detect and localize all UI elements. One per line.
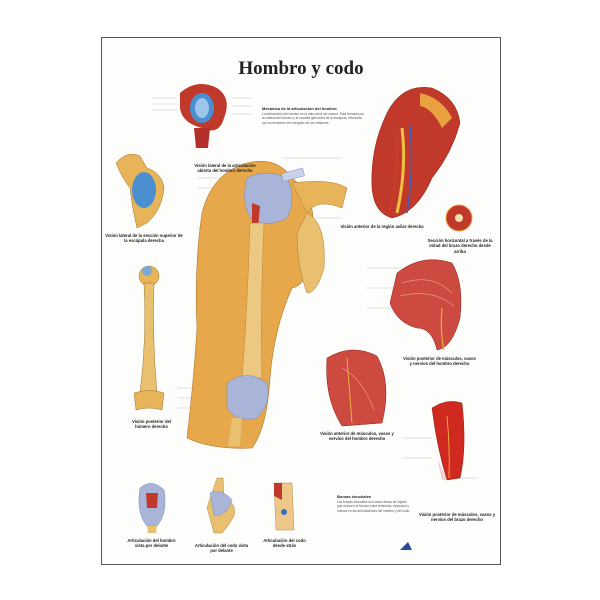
caption-axillary-anterior: Visión anterior de la región axilar dere… bbox=[340, 224, 424, 229]
caption-shoulder-posterior-muscles: Visión posterior de músculos, vasos y ne… bbox=[403, 356, 476, 367]
mechanics-heading: Mecánica de la articulación del hombro bbox=[262, 106, 337, 111]
lateral-joint-illustration bbox=[180, 84, 227, 148]
bursas-text: Las bursas sinoviales son sacos llenos d… bbox=[337, 500, 411, 513]
bursas-heading: Bursas sinoviales bbox=[337, 494, 372, 499]
caption-shoulder-anterior-muscles: Visión anterior de músculos, vasos y ner… bbox=[320, 431, 394, 442]
humerus-illustration bbox=[133, 265, 165, 411]
anatomy-poster: Hombro y codo bbox=[101, 37, 501, 565]
caption-shoulder-joint-front: Articulación del hombro vista por delant… bbox=[127, 538, 176, 549]
caption-elbow-joint-front: Articulación del codo vista por delante bbox=[194, 543, 249, 554]
cross-section-illustration bbox=[445, 204, 473, 232]
poster-title: Hombro y codo bbox=[238, 58, 364, 79]
caption-humerus-posterior: Visión posterior del húmero derecho bbox=[131, 419, 171, 430]
posterior-shoulder-illustration bbox=[389, 259, 462, 351]
anterior-shoulder-illustration bbox=[326, 349, 387, 427]
caption-lateral-open-joint: Visión lateral de la articulación abiert… bbox=[194, 163, 256, 174]
illustrations bbox=[115, 84, 477, 550]
main-arm-illustration bbox=[186, 161, 348, 449]
caption-horizontal-section: Sección horizontal a través de la mitad … bbox=[427, 238, 493, 254]
scapula-illustration bbox=[115, 153, 165, 229]
publisher-logo bbox=[400, 542, 412, 550]
posterior-arm-illustration bbox=[431, 401, 465, 481]
axillary-illustration bbox=[371, 87, 461, 219]
bottom-joints-illustrations bbox=[138, 477, 295, 534]
mechanics-text: La articulación del hombro es la más móv… bbox=[262, 112, 365, 125]
caption-elbow-joint-back: Articulación del codo desde atrás bbox=[263, 538, 306, 549]
caption-arm-posterior-muscles: Visión posterior de músculos, vasos y ne… bbox=[418, 512, 496, 523]
caption-scapula-section: Visión lateral de la sección superior de… bbox=[105, 233, 183, 244]
